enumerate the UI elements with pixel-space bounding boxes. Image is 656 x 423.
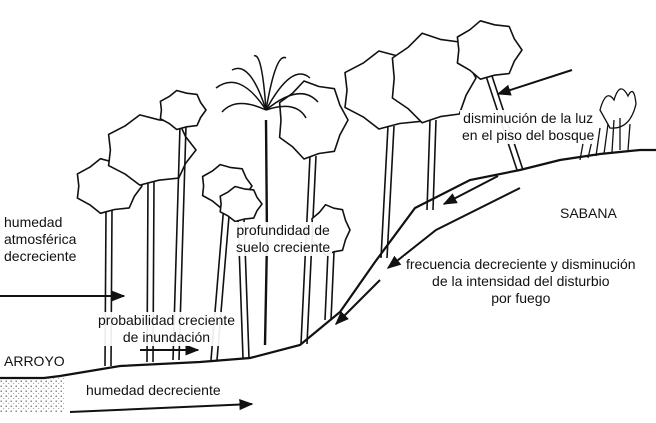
broadleaf-tree-icon (391, 32, 477, 211)
label-light-decrease: disminución de la luz en el piso del bos… (460, 110, 597, 144)
grass-tuft-icon (579, 88, 637, 161)
broadleaf-tree-icon (159, 89, 207, 361)
label-flood-probability: probabilidad creciente de inundación (96, 312, 237, 346)
arrow-slope-light (442, 175, 499, 205)
label-atmospheric-humidity: humedad atmosférica decreciente (2, 214, 79, 265)
arrow-fire-2 (335, 279, 381, 325)
arrow-icon (0, 69, 573, 413)
label-soil-depth: profundidad de suelo creciente (234, 222, 333, 256)
arrow-humidity-dec (69, 398, 254, 413)
label-sabana: SABANA (558, 205, 619, 222)
broadleaf-tree-icon (456, 20, 524, 171)
stream-water (0, 378, 64, 412)
label-humidity-decrease: humedad decreciente (86, 382, 221, 398)
label-fire-frequency: frecuencia decreciente y disminución de … (404, 256, 638, 307)
arrow-fire-1 (386, 187, 521, 269)
label-arroyo: ARROYO (4, 353, 65, 369)
arrow-savanna-light (496, 69, 573, 96)
